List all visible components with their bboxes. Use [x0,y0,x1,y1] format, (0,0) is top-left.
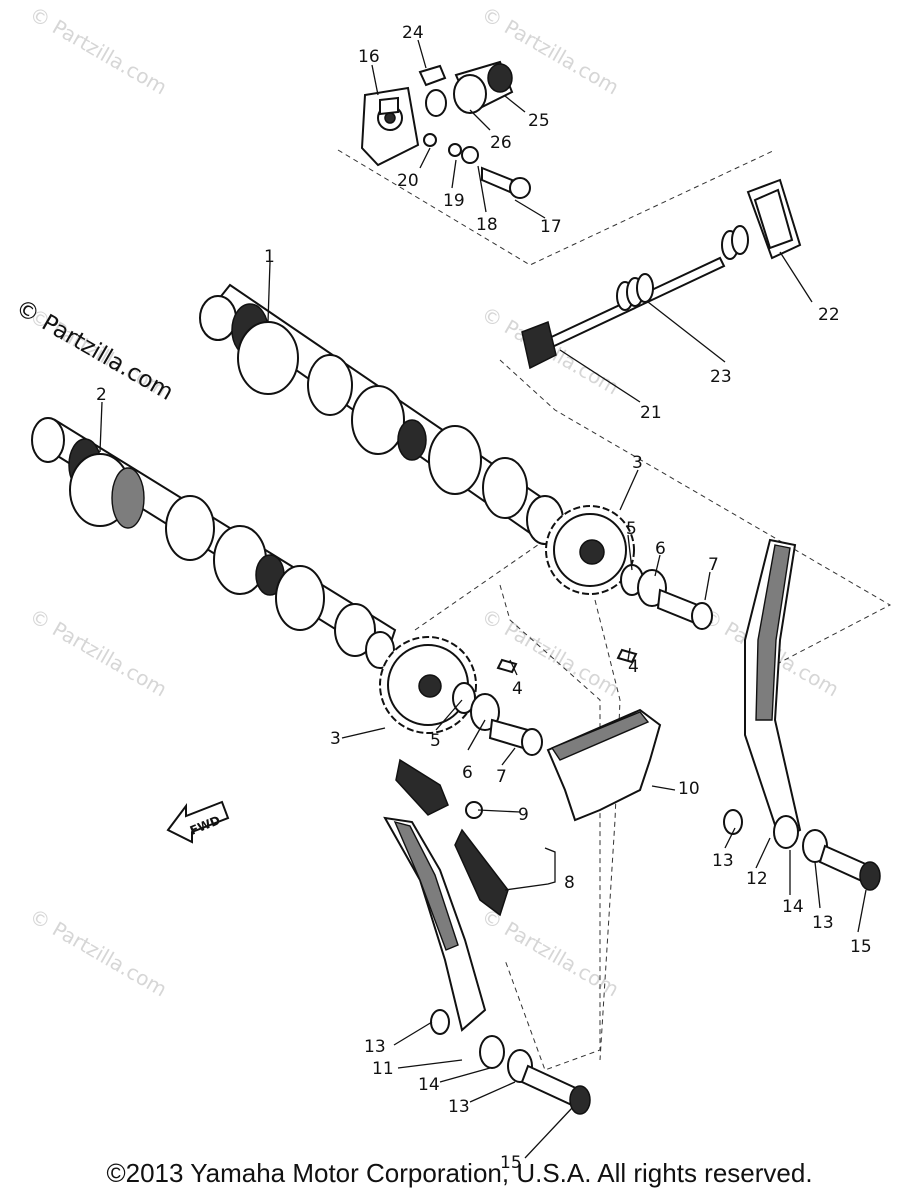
callout-20: 20 [397,171,419,191]
watermark: © Partzilla.com [478,904,624,1002]
camshaft-1 [199,283,564,545]
callout-13: 13 [448,1097,470,1117]
callout-6: 6 [462,763,473,783]
callout-1: 1 [264,247,275,267]
callout-3: 3 [632,453,643,473]
watermark: © Partzilla.com [26,2,172,100]
leader-lines [99,39,867,1159]
callout-8: 8 [564,873,575,893]
callout-7: 7 [496,767,507,787]
callout-16: 16 [358,47,380,67]
chain-guide [546,708,662,822]
cam-chain [395,758,509,917]
watermark: © Partzilla.com [478,604,624,702]
callout-19: 19 [443,191,465,211]
callout-4: 4 [628,657,639,677]
callout-15: 15 [500,1153,522,1173]
callout-15: 15 [850,937,872,957]
callout-22: 22 [818,305,840,325]
callout-26: 26 [490,133,512,153]
dashed-reference-lines [337,149,892,1071]
callout-17: 17 [540,217,562,237]
sprocket-lower [379,636,543,756]
sprocket-upper [545,505,713,664]
callout-labels: 1 2 3 3 4 4 5 5 6 6 7 7 8 9 10 11 12 13 … [96,23,872,1173]
callout-25: 25 [528,111,550,131]
watermark: © Partzilla.com [26,904,172,1002]
callout-14: 14 [782,897,804,917]
tensioner-arm-right [723,538,881,891]
callout-23: 23 [710,367,732,387]
watermark: © Partzilla.com [26,604,172,702]
side-watermark: © Partzilla.com [11,295,178,406]
callout-2: 2 [96,385,107,405]
callout-11: 11 [372,1059,394,1079]
callout-7: 7 [708,555,719,575]
tensioner-assembly [360,60,531,199]
camshaft-2 [31,417,397,669]
callout-10: 10 [678,779,700,799]
callout-5: 5 [430,731,441,751]
callout-14: 14 [418,1075,440,1095]
callout-4: 4 [512,679,523,699]
callout-13: 13 [364,1037,386,1057]
tensioner-arm-left [383,816,591,1115]
callout-24: 24 [402,23,424,43]
callout-18: 18 [476,215,498,235]
fwd-arrow-icon: FWD [166,800,230,844]
callout-13: 13 [812,913,834,933]
callout-5: 5 [626,519,637,539]
callout-12: 12 [746,869,768,889]
callout-6: 6 [655,539,666,559]
callout-13: 13 [712,851,734,871]
callout-9: 9 [518,805,529,825]
callout-3: 3 [330,729,341,749]
pushrod-assembly [521,178,802,370]
copyright-notice: ©2013 Yamaha Motor Corporation, U.S.A. A… [106,1158,813,1188]
callout-21: 21 [640,403,662,423]
